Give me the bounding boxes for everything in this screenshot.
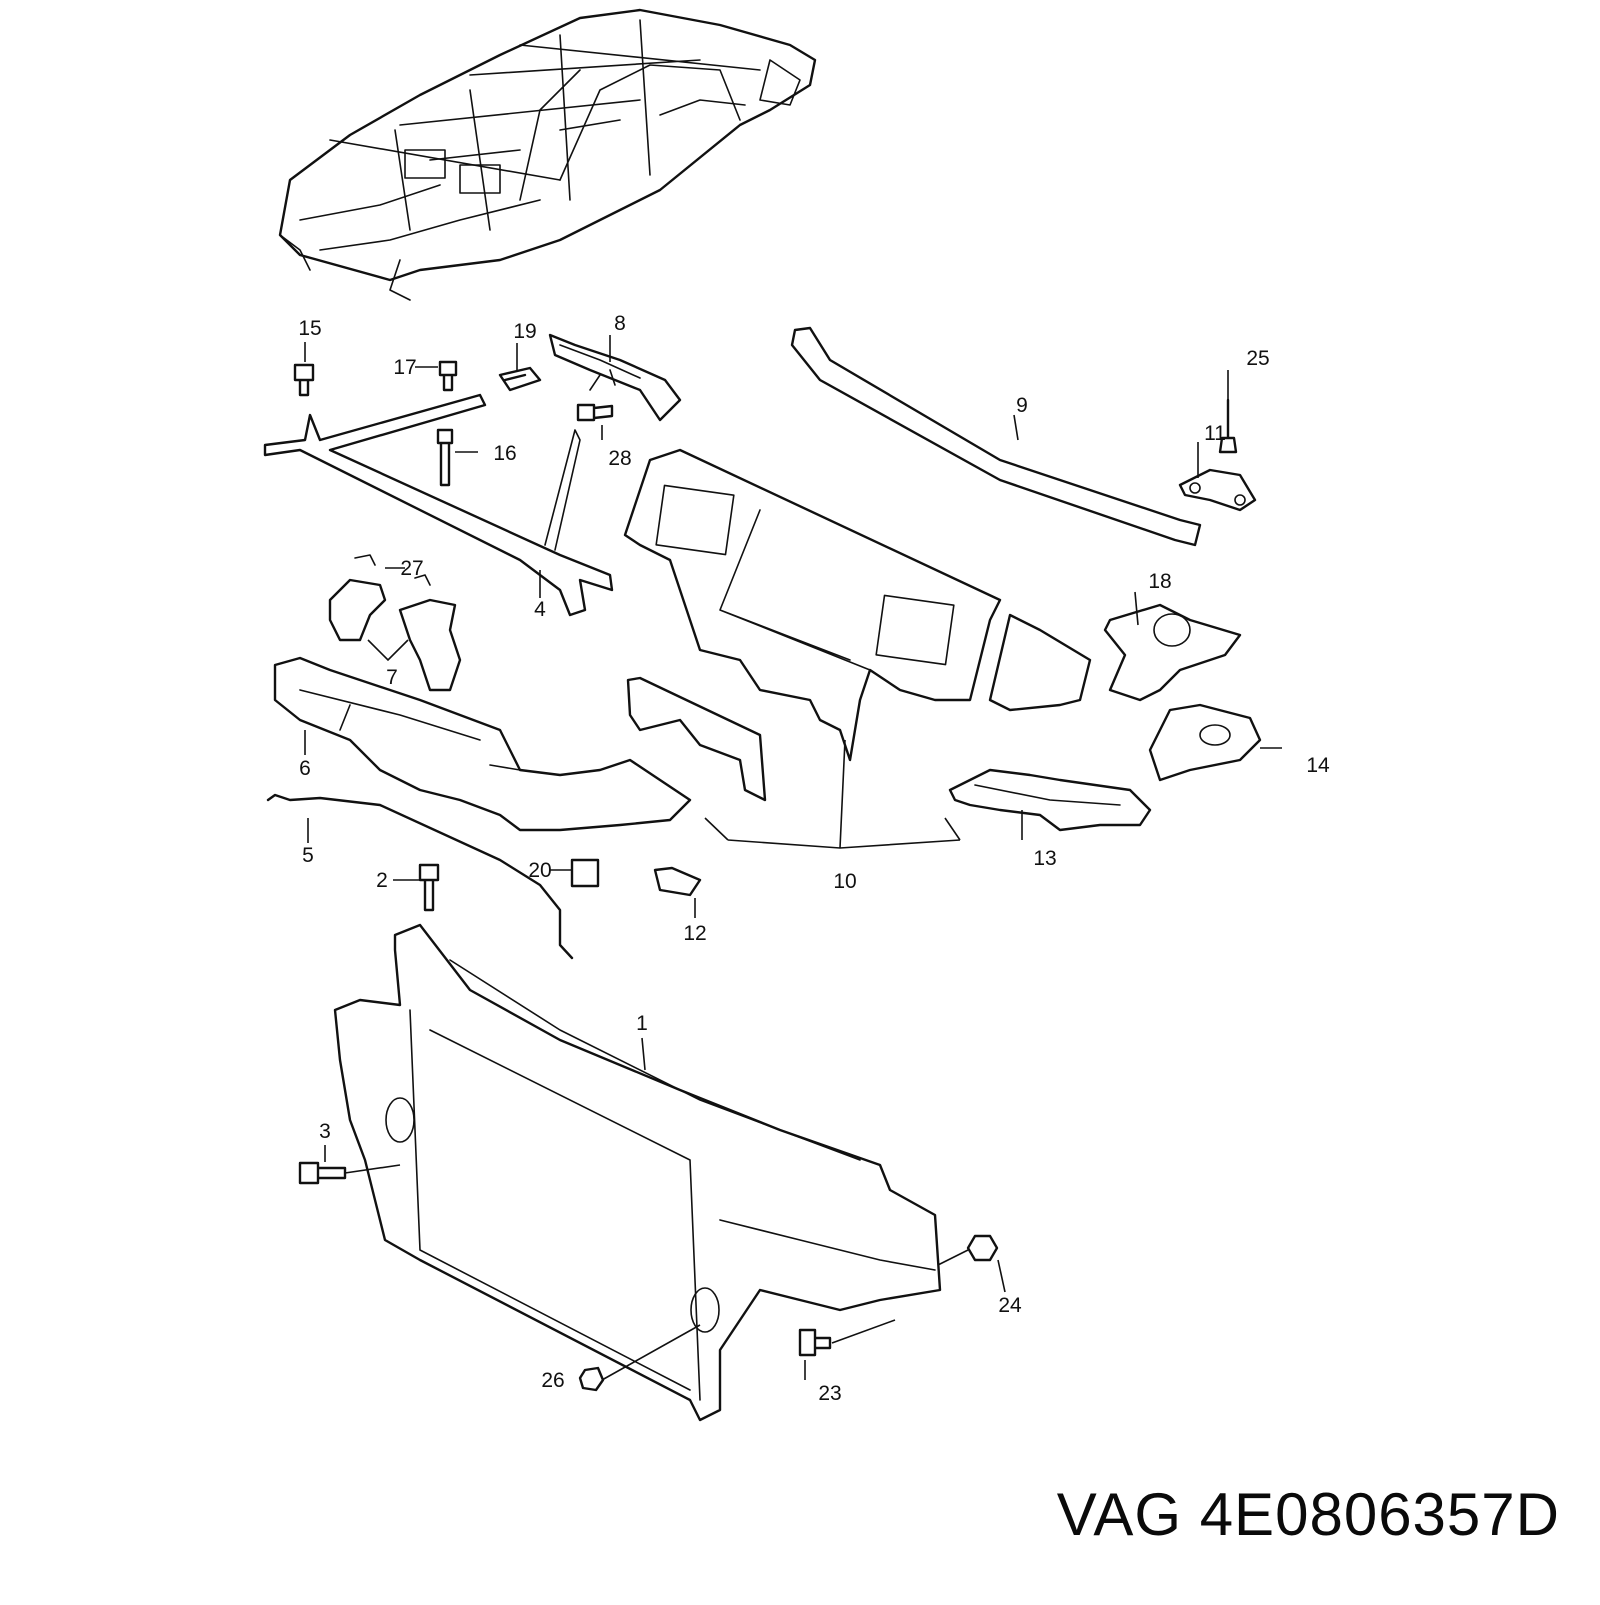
part-number-label: VAG 4E0806357D (1056, 1481, 1560, 1548)
tray-part-13 (948, 768, 1152, 832)
screw-part-17 (438, 360, 458, 392)
nut-part-24 (966, 1234, 999, 1262)
callout-12: 12 (683, 922, 706, 945)
callout-7: 7 (386, 666, 398, 689)
brackets-part-7 (328, 554, 462, 692)
callout-2: 2 (376, 869, 388, 892)
callout-16: 16 (493, 442, 516, 465)
cross-brace-part (263, 393, 614, 617)
wire-part-5 (266, 793, 574, 960)
callout-17: 17 (393, 356, 416, 379)
callout-23: 23 (818, 1382, 841, 1405)
callout-28: 28 (608, 447, 631, 470)
car-body-shell (278, 8, 817, 301)
leader-lines (304, 335, 1282, 1381)
washer-part-26 (578, 1366, 605, 1392)
screw-part-28 (576, 403, 614, 422)
bracket-part-14 (1148, 703, 1262, 782)
bulkhead-part-10 (623, 448, 1092, 802)
clip-part-19 (498, 366, 542, 392)
callout-15: 15 (298, 317, 321, 340)
screw-part-15 (293, 363, 315, 397)
screw-part-16 (436, 428, 454, 487)
panel-part-6 (273, 656, 692, 832)
callout-18: 18 (1148, 570, 1171, 593)
callout-13: 13 (1033, 847, 1056, 870)
clip-part-12 (653, 866, 702, 897)
callout-6: 6 (299, 757, 311, 780)
callout-4: 4 (534, 598, 546, 621)
rivet-part-25 (1218, 398, 1238, 454)
callout-27: 27 (400, 557, 423, 580)
screw-part-3 (298, 1161, 347, 1185)
callout-11: 11 (1204, 422, 1226, 445)
callout-3: 3 (319, 1120, 331, 1143)
bracket-part-8 (548, 333, 682, 422)
callout-25: 25 (1246, 347, 1269, 370)
screw-part-2 (418, 863, 440, 912)
clip-part-23 (798, 1328, 832, 1357)
callout-1: 1 (636, 1012, 648, 1035)
callout-14: 14 (1306, 754, 1330, 777)
callout-24: 24 (998, 1294, 1022, 1317)
callout-labels: 1 2 3 4 5 6 7 8 9 10 11 12 13 14 15 16 1… (298, 312, 1330, 1405)
bracket-part-11 (1178, 468, 1257, 512)
callout-8: 8 (614, 312, 626, 335)
callout-26: 26 (541, 1369, 564, 1392)
callout-19: 19 (513, 320, 536, 343)
callout-10: 10 (833, 870, 856, 893)
callout-20: 20 (528, 859, 551, 882)
strip-part-9 (790, 326, 1202, 547)
callout-5: 5 (302, 844, 314, 867)
clip-part-20 (570, 858, 600, 888)
bracket-part-18 (1103, 603, 1242, 702)
callout-9: 9 (1016, 394, 1028, 417)
front-carrier-part-1 (333, 923, 942, 1422)
